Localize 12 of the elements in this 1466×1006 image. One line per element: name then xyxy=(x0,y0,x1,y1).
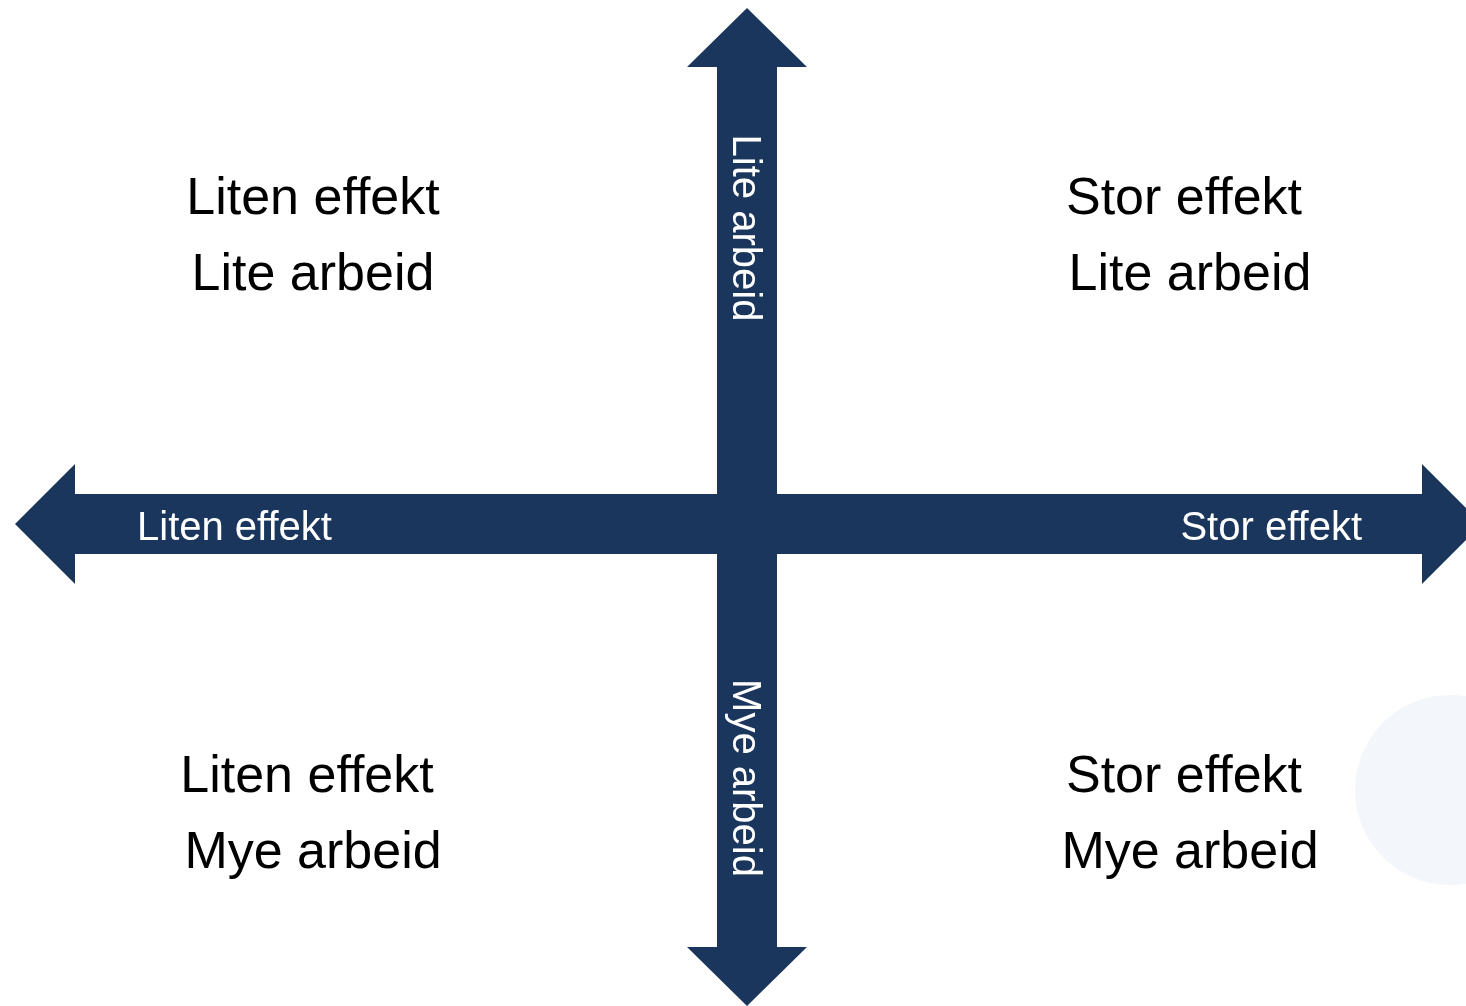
quadrant-label: Lite arbeid xyxy=(1068,244,1312,302)
quadrant-label: Mye arbeid xyxy=(184,822,442,880)
quadrant-label: Lite arbeid xyxy=(191,244,435,302)
quadrant-label: Liten effekt xyxy=(180,746,434,804)
quadrant-label: Stor effekt xyxy=(1065,746,1303,804)
axis-label: Lite arbeid xyxy=(725,134,769,322)
axis-label: Stor effekt xyxy=(1180,504,1362,548)
axis-label: Liten effekt xyxy=(137,504,332,548)
quadrant-label: Mye arbeid xyxy=(1061,822,1319,880)
quadrant-label: Stor effekt xyxy=(1065,168,1303,226)
quadrant-label: Liten effekt xyxy=(186,168,440,226)
axis-label: Mye arbeid xyxy=(725,679,769,877)
